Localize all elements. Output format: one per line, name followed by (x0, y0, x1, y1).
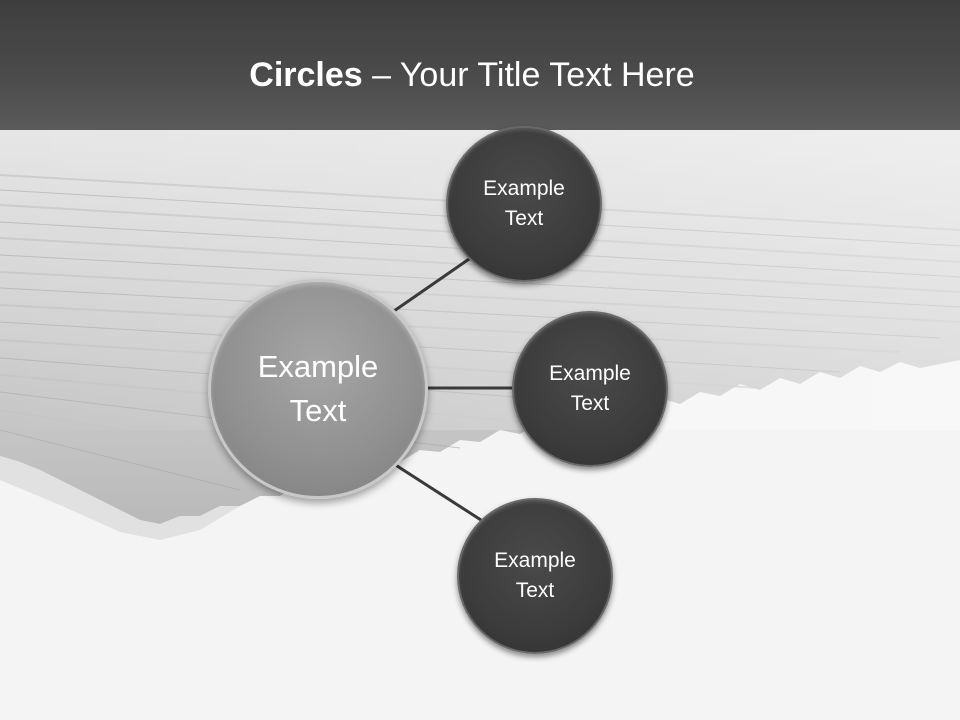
node-circle-bottom[interactable]: Example Text (457, 498, 613, 654)
node-circle-text: Example Text (494, 546, 576, 606)
center-circle-text: Example Text (258, 345, 379, 433)
center-circle[interactable]: Example Text (208, 279, 428, 499)
slide-title: Circles – Your Title Text Here (0, 52, 944, 98)
node-circle-top[interactable]: Example Text (446, 126, 602, 282)
center-circle-line2: Text (289, 393, 347, 428)
title-band (0, 0, 960, 130)
node-circle-text: Example Text (549, 359, 631, 419)
connector-top (393, 255, 473, 313)
node-line2: Text (570, 392, 610, 415)
node-line1: Example (483, 177, 565, 200)
title-bold-part: Circles (249, 56, 363, 94)
connector-bottom (393, 462, 482, 522)
node-line2: Text (504, 207, 544, 230)
title-rest-part: – Your Title Text Here (362, 56, 695, 94)
node-circle-middle[interactable]: Example Text (512, 311, 668, 467)
center-circle-line1: Example (257, 349, 379, 384)
node-line1: Example (549, 362, 631, 385)
node-line1: Example (494, 549, 576, 572)
node-line2: Text (515, 579, 555, 602)
node-circle-text: Example Text (483, 174, 565, 234)
